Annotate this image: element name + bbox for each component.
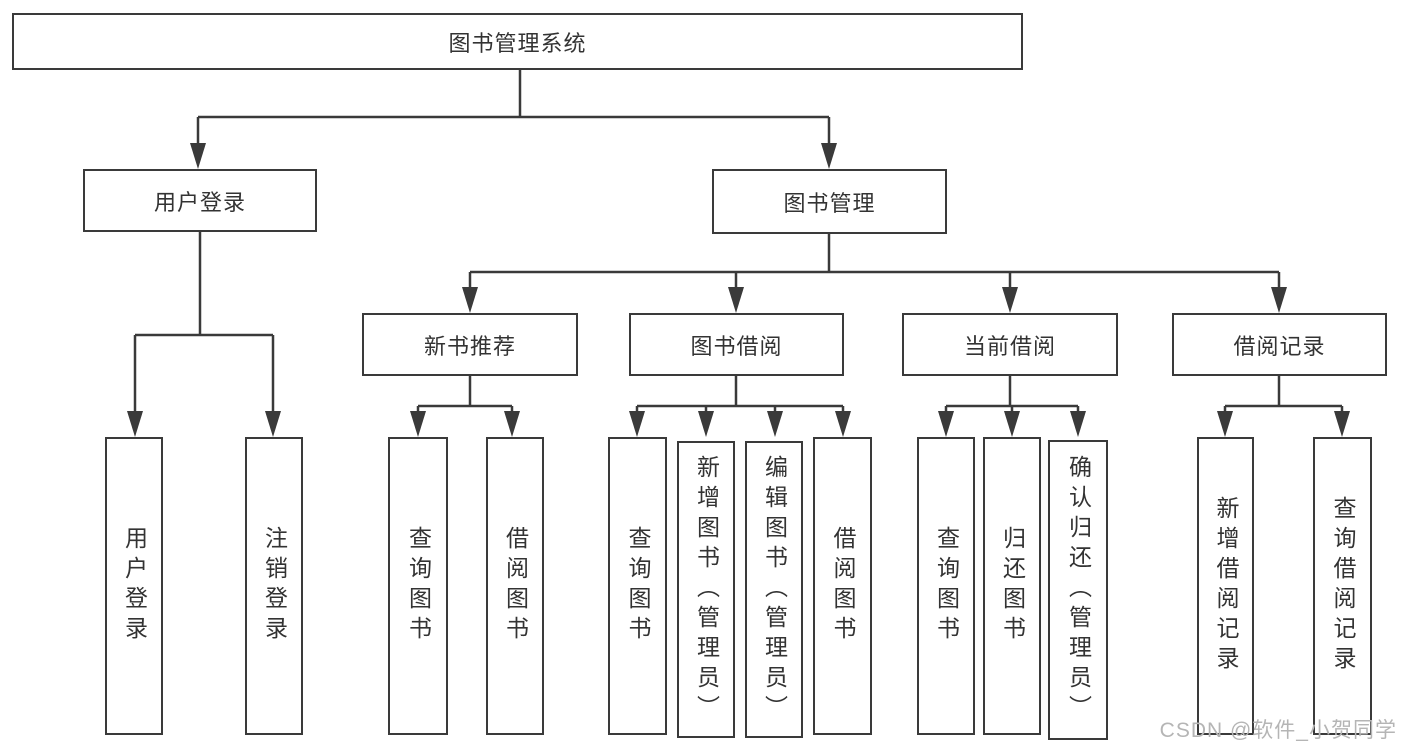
- node-cb-return-book: 归还图书: [983, 437, 1041, 735]
- node-leaf-user-login-label: 用户登录: [121, 526, 148, 646]
- node-br-query-record-label: 查询借阅记录: [1330, 496, 1356, 676]
- node-bb-edit-book-label: 编辑图书（管理员）: [761, 454, 788, 725]
- node-bb-add-book-label: 新增图书（管理员）: [693, 454, 720, 725]
- node-cb-return-book-label: 归还图书: [999, 526, 1026, 646]
- node-bb-borrow-book: 借阅图书: [813, 437, 872, 735]
- node-leaf-logout: 注销登录: [245, 437, 303, 735]
- node-book-management-label: 图书管理: [783, 190, 876, 216]
- node-user-login-label: 用户登录: [153, 189, 246, 215]
- node-current-borrow-label: 当前借阅: [963, 333, 1056, 359]
- node-rec-query-book: 查询图书: [388, 437, 448, 735]
- node-new-book-recommend: 新书推荐: [362, 313, 578, 376]
- node-br-add-record: 新增借阅记录: [1197, 437, 1254, 735]
- node-cb-confirm-return: 确认归还（管理员）: [1048, 440, 1108, 740]
- csdn-watermark: CSDN @软件_小贺同学: [1159, 719, 1397, 742]
- node-bb-edit-book: 编辑图书（管理员）: [745, 441, 803, 738]
- node-new-book-recommend-label: 新书推荐: [423, 333, 516, 359]
- node-root-label: 图书管理系统: [448, 30, 587, 56]
- node-leaf-user-login: 用户登录: [105, 437, 163, 735]
- node-book-management: 图书管理: [712, 169, 947, 234]
- node-rec-borrow-book: 借阅图书: [486, 437, 544, 735]
- node-br-add-record-label: 新增借阅记录: [1213, 496, 1239, 676]
- node-bb-query-book: 查询图书: [608, 437, 667, 735]
- node-rec-borrow-book-label: 借阅图书: [502, 526, 529, 646]
- node-borrow-record: 借阅记录: [1172, 313, 1387, 376]
- node-leaf-logout-label: 注销登录: [261, 526, 288, 646]
- node-bb-add-book: 新增图书（管理员）: [677, 441, 735, 738]
- node-br-query-record: 查询借阅记录: [1313, 437, 1372, 735]
- node-bb-query-book-label: 查询图书: [625, 526, 651, 646]
- node-cb-query-book: 查询图书: [917, 437, 975, 735]
- node-book-borrow-label: 图书借阅: [690, 333, 783, 359]
- node-cb-query-book-label: 查询图书: [933, 526, 960, 646]
- node-borrow-record-label: 借阅记录: [1233, 333, 1326, 359]
- node-cb-confirm-return-label: 确认归还（管理员）: [1065, 455, 1092, 725]
- node-book-borrow: 图书借阅: [629, 313, 844, 376]
- node-user-login: 用户登录: [83, 169, 317, 232]
- node-bb-borrow-book-label: 借阅图书: [830, 526, 856, 646]
- node-current-borrow: 当前借阅: [902, 313, 1118, 376]
- node-rec-query-book-label: 查询图书: [405, 526, 432, 646]
- node-root: 图书管理系统: [12, 13, 1023, 70]
